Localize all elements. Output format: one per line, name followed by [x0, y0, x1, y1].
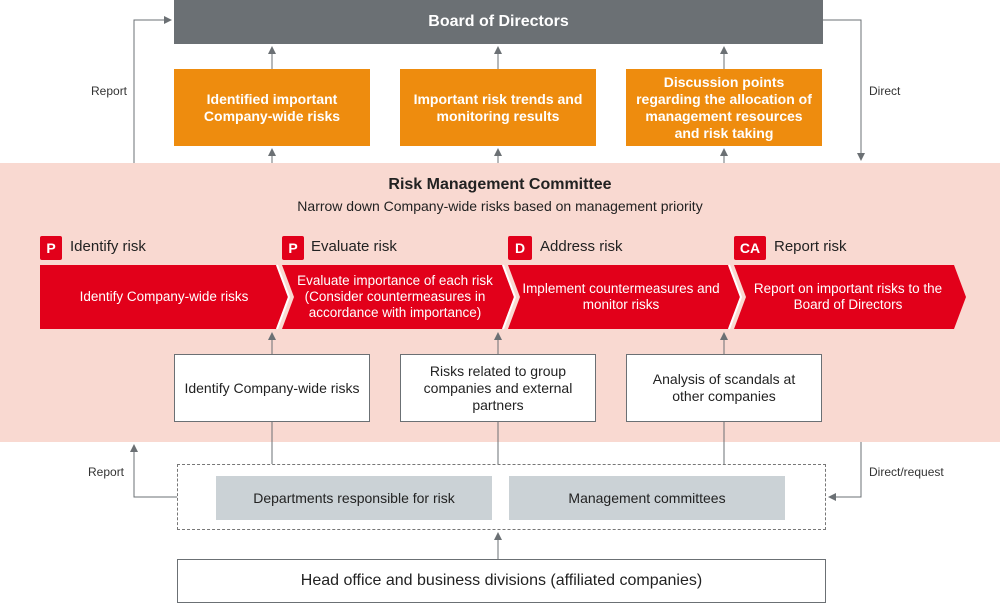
committee-subtitle: Narrow down Company-wide risks based on … — [297, 198, 703, 214]
direct-request-arrow — [828, 442, 862, 501]
step-label-address: Address risk — [540, 238, 623, 255]
step-badge-p-evaluate: P — [282, 236, 304, 260]
departments-box: Departments responsible for risk — [216, 476, 492, 520]
chevron-text-address: Implement countermeasures and monitor ri… — [522, 281, 720, 312]
source-group-companies-box: Risks related to group companies and ext… — [400, 354, 596, 422]
head-office-box: Head office and business divisions (affi… — [177, 559, 826, 603]
source-identify-box: Identify Company-wide risks — [174, 354, 370, 422]
chevron-text-report: Report on important risks to the Board o… — [753, 281, 943, 312]
chevron-report — [734, 265, 966, 329]
chevron-evaluate — [282, 265, 514, 329]
report-arrow-top — [133, 16, 172, 163]
direct-arrow-top — [823, 19, 865, 161]
risk-trends-box: Important risk trends and monitoring res… — [400, 69, 596, 146]
chevron-identify — [40, 265, 288, 329]
direct-request-label: Direct/request — [869, 465, 944, 479]
step-badge-ca-report: CA — [734, 236, 766, 260]
report-label-top: Report — [91, 84, 128, 98]
chevron-text-identify: Identify Company-wide risks — [79, 289, 249, 304]
step-label-identify: Identify risk — [70, 238, 146, 255]
step-label-evaluate: Evaluate risk — [311, 238, 397, 255]
management-committees-box: Management committees — [509, 476, 785, 520]
step-label-report: Report risk — [774, 238, 847, 255]
committee-title: Risk Management Committee — [388, 176, 612, 193]
source-scandals-box: Analysis of scandals at other companies — [626, 354, 822, 422]
units-group — [177, 464, 826, 530]
step-badge-d-address: D — [508, 236, 532, 260]
important-risks-box: Identified important Company-wide risks — [174, 69, 370, 146]
discussion-points-box: Discussion points regarding the allocati… — [626, 69, 822, 146]
direct-label-top: Direct — [869, 84, 901, 98]
board-of-directors: Board of Directors — [174, 0, 823, 44]
report-arrow-bottom — [130, 444, 177, 498]
step-badge-p-identify: P — [40, 236, 62, 260]
report-label-bottom: Report — [88, 465, 125, 479]
chevron-text-evaluate: Evaluate importance of each risk (Consid… — [297, 273, 493, 320]
chevron-address — [508, 265, 740, 329]
